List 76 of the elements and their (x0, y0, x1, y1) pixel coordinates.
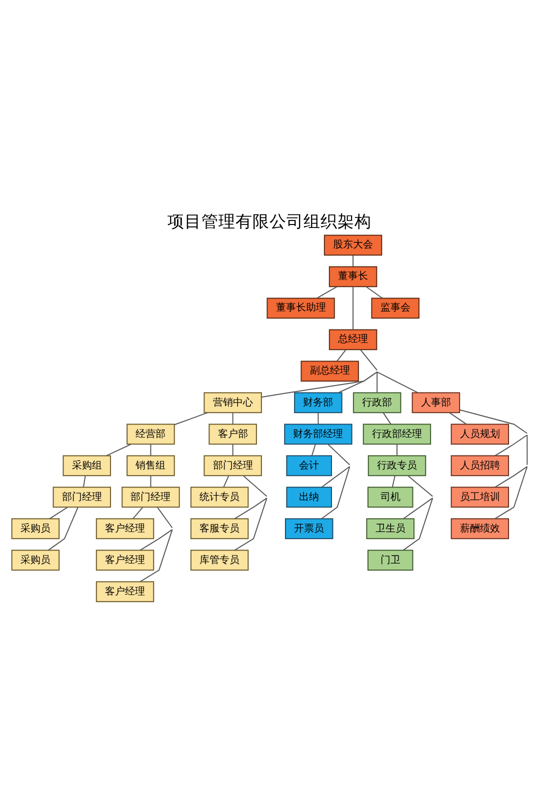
node-box: 总经理 (328, 329, 378, 350)
connector (376, 372, 418, 394)
connector (232, 412, 234, 425)
connector (316, 286, 338, 299)
connector (318, 412, 319, 425)
connector (459, 409, 528, 456)
node-box: 营销中心 (204, 392, 262, 414)
node-box: 行政部经理 (362, 424, 432, 445)
node-box: 采购组 (62, 455, 111, 476)
connector (352, 254, 354, 268)
diagram-title: 项目管理有限公司组织架构 (168, 212, 372, 231)
node-box: 部门经理 (204, 455, 262, 476)
node-box: 财务部 (294, 392, 342, 414)
connector (132, 506, 144, 520)
node-box: 经营部 (126, 424, 175, 445)
node-box: 人员规划 (450, 424, 509, 445)
node-box: 采购员 (11, 518, 60, 540)
node-box: 统计专员 (190, 486, 249, 508)
connector (234, 498, 268, 551)
connector (392, 475, 396, 488)
node-box: 客户经理 (96, 581, 154, 602)
node-box: 卫生员 (366, 518, 414, 540)
node-box: 董事长助理 (266, 298, 335, 319)
node-box: 股东大会 (324, 234, 382, 256)
connector (232, 444, 234, 456)
node-box: 财务部经理 (284, 424, 352, 445)
connector (321, 444, 350, 488)
node-box: 行政专员 (368, 455, 426, 476)
node-box: 客服专员 (190, 518, 249, 540)
connector (174, 412, 208, 426)
connector (49, 506, 68, 520)
connector (311, 444, 316, 456)
connector (150, 475, 152, 488)
node-box: 员工培训 (450, 486, 509, 508)
node-box: 采购员 (11, 550, 60, 571)
connector (403, 475, 434, 520)
node-box: 客户部 (208, 424, 257, 445)
node-box: 会计 (286, 455, 332, 476)
node-box: 监事会 (371, 298, 420, 319)
node-box: 人事部 (412, 392, 460, 414)
connector (140, 529, 173, 582)
node-box: 开票员 (284, 518, 334, 540)
connector (82, 475, 86, 488)
node-box: 出纳 (286, 486, 332, 508)
node-box: 司机 (367, 486, 414, 508)
node-box: 部门经理 (122, 486, 180, 508)
node-box: 薪酬绩效 (450, 518, 509, 540)
connector (234, 475, 268, 520)
connector (376, 372, 378, 393)
connector (48, 506, 78, 551)
connector (366, 286, 383, 299)
node-box: 门卫 (367, 550, 414, 571)
connector (402, 498, 434, 551)
node-box: 副总经理 (300, 360, 359, 382)
node-box: 客户经理 (96, 550, 154, 571)
node-box: 客户经理 (96, 518, 154, 540)
connector (352, 286, 354, 330)
connector (321, 466, 350, 520)
node-box: 行政部 (352, 392, 402, 414)
connector (449, 412, 467, 425)
connector (140, 506, 173, 551)
node-box: 董事长 (328, 266, 378, 288)
connector (494, 434, 528, 488)
node-box: 部门经理 (52, 486, 111, 508)
connector (336, 349, 346, 362)
node-box: 库管专员 (190, 550, 249, 571)
connector (150, 444, 152, 456)
connector (494, 466, 528, 520)
connector (223, 475, 230, 488)
connector (106, 444, 132, 456)
connector (382, 412, 392, 425)
node-box: 人员招聘 (450, 455, 509, 476)
connector (396, 444, 398, 456)
connector (261, 349, 378, 398)
node-box: 销售组 (126, 455, 175, 476)
connector (338, 372, 378, 394)
